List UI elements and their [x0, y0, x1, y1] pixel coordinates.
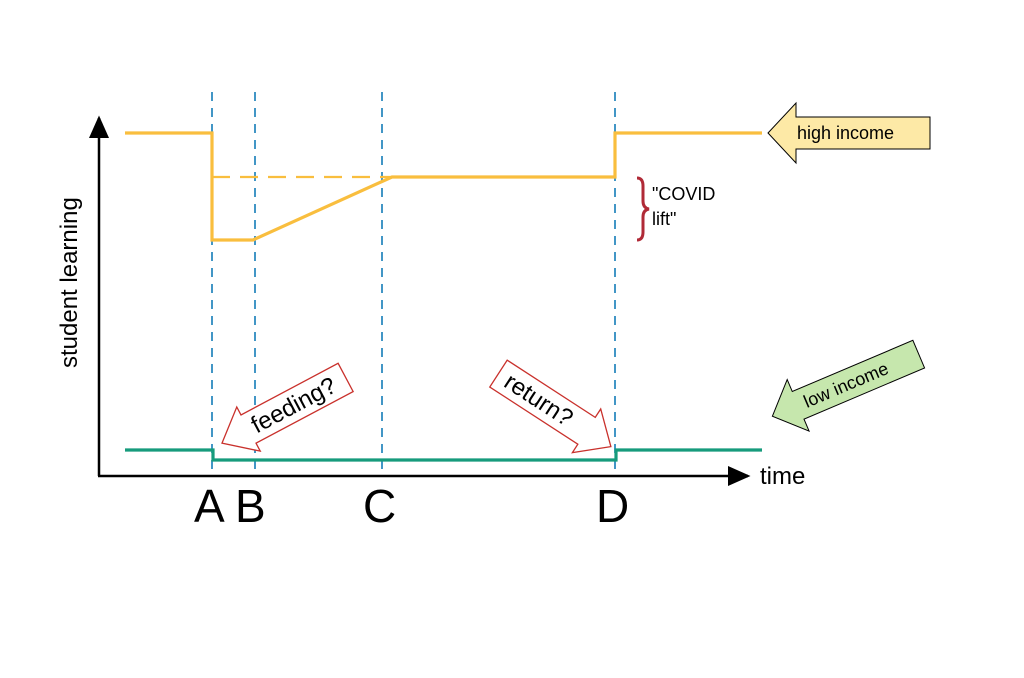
covid-lift-brace — [636, 176, 650, 242]
marker-label-d: D — [596, 480, 629, 532]
high-income-tag: high income — [767, 101, 931, 165]
high-income-line — [125, 131, 762, 242]
y-axis-label: student learning — [56, 197, 83, 368]
marker-label-c: C — [363, 480, 396, 532]
return-callout: return? — [488, 359, 612, 454]
covid-lift-label-line2: lift" — [652, 209, 676, 229]
low-income-tag: low income — [771, 339, 926, 433]
x-axis-label: time — [760, 463, 805, 490]
marker-label-a: A — [194, 480, 225, 532]
low-income-line — [125, 448, 762, 462]
covid-lift-label-line1: "COVID — [652, 184, 715, 204]
marker-label-b: B — [235, 480, 266, 532]
high-income-tag-label: high income — [797, 123, 894, 143]
feeding-callout: feeding? — [221, 362, 355, 453]
